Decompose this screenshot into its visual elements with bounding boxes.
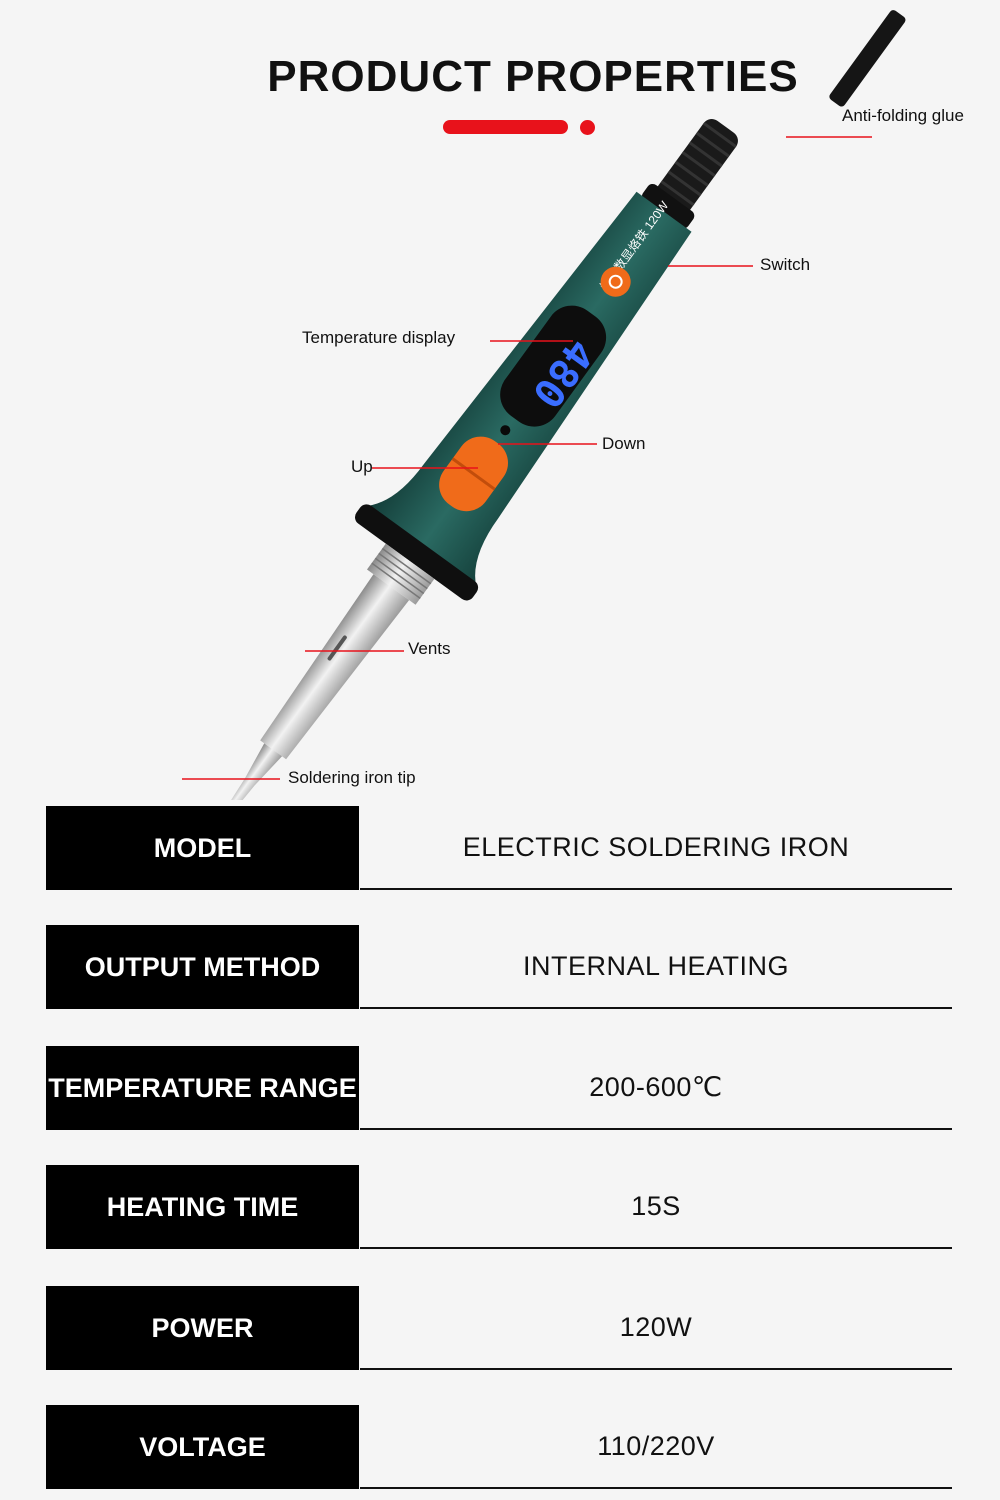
spec-value-voltage: 110/220V [360,1405,952,1489]
spec-key-temperature-range: TEMPERATURE RANGE [46,1046,359,1130]
spec-key-model: MODEL [46,806,359,890]
callout-temperature-display: Temperature display [302,328,456,347]
title-underline-dot [580,120,595,135]
spec-value-heating-time: 15S [360,1165,952,1249]
spec-key-output-method: OUTPUT METHOD [46,925,359,1009]
tip [190,743,283,800]
spec-value-model: ELECTRIC SOLDERING IRON [360,806,952,890]
soldering-iron-illustration: 480 恒温数显烙铁 120W [182,10,906,800]
iron-body: 480 恒温数显烙铁 120W [190,119,738,800]
page-title: PRODUCT PROPERTIES [267,52,799,101]
strain-relief [641,119,738,229]
spec-value-power: 120W [360,1286,952,1370]
front-rim [355,504,479,601]
callout-down: Down [602,434,646,453]
display-window [500,305,607,427]
callout-switch: Switch [760,255,811,274]
barrel [260,574,410,760]
spec-key-heating-time: HEATING TIME [46,1165,359,1249]
callout-vents: Vents [408,639,451,658]
cable [829,10,906,107]
callout-up: Up [351,457,373,476]
switch-button [600,266,631,297]
spec-key-voltage: VOLTAGE [46,1405,359,1489]
title-underline-bar [443,120,568,134]
spec-value-temperature-range: 200-600℃ [360,1046,952,1130]
spec-key-power: POWER [46,1286,359,1370]
spec-value-output-method: INTERNAL HEATING [360,925,952,1009]
callout-anti-folding: Anti-folding glue [842,106,964,125]
callout-tip: Soldering iron tip [288,768,416,787]
